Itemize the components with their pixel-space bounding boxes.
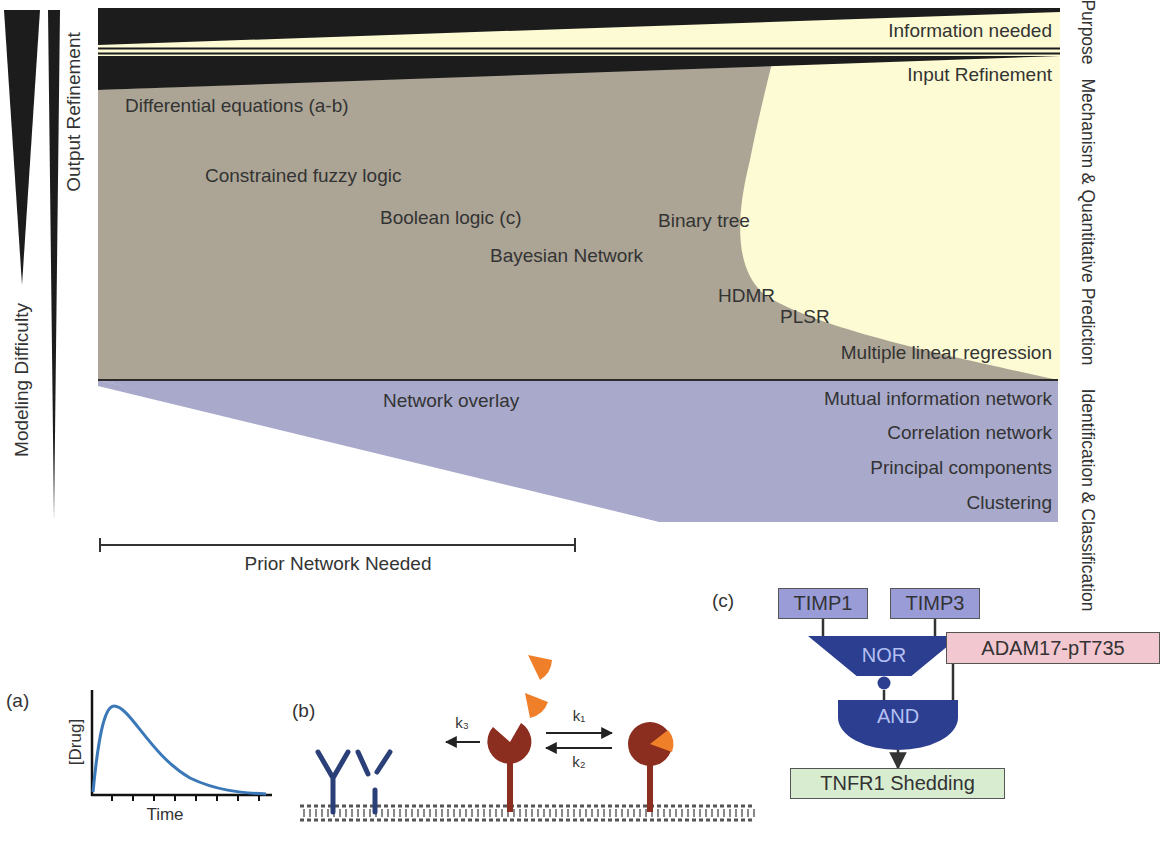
gray-region xyxy=(98,56,1058,380)
double-line xyxy=(98,48,1060,50)
text-label: (a) xyxy=(6,690,29,712)
text-label: Modeling Difficulty xyxy=(11,303,33,457)
input-refinement-wedge xyxy=(98,56,1060,90)
divider-line xyxy=(98,379,1058,381)
double-line xyxy=(98,53,1060,55)
text-label: k₃ xyxy=(455,714,469,731)
text-label: k₂ xyxy=(572,753,585,770)
text-label: Input Refinement xyxy=(907,64,1052,86)
text-label: Prior Network Needed xyxy=(245,553,432,575)
bound-enzyme xyxy=(628,722,673,812)
bracket xyxy=(100,538,575,552)
blue-region-edge xyxy=(98,380,660,522)
text-label: HDMR xyxy=(718,285,775,307)
node-text: AND xyxy=(877,705,919,728)
text-label: k₁ xyxy=(573,707,586,724)
input-box: TIMP3 xyxy=(890,588,980,619)
text-label: Clustering xyxy=(966,492,1052,514)
text-label: Purpose xyxy=(1078,0,1098,65)
text-label: Correlation network xyxy=(887,422,1052,444)
text-label: Multiple linear regression xyxy=(841,342,1052,364)
text-label: Network overlay xyxy=(383,390,519,412)
text-label: Principal components xyxy=(870,457,1052,479)
text-label: Time xyxy=(146,805,183,825)
node-text: NOR xyxy=(862,644,906,667)
input-box: TIMP1 xyxy=(778,588,868,619)
and-gate: AND xyxy=(838,700,958,750)
receptor xyxy=(318,752,390,812)
text-label: Differential equations (a-b) xyxy=(125,95,349,117)
text-label: (c) xyxy=(712,590,734,612)
nor-gate: NOR xyxy=(808,636,960,690)
text-label: Information needed xyxy=(888,20,1052,42)
connector xyxy=(934,619,937,636)
text-label: Binary tree xyxy=(658,210,750,232)
enzyme xyxy=(487,723,531,812)
modeling-difficulty-wedge xyxy=(4,10,40,285)
node-text: ADAM17-pT735 xyxy=(981,637,1124,660)
text-label: Mutual information network xyxy=(824,388,1052,410)
drug-plot xyxy=(91,690,272,801)
text-label: PLSR xyxy=(780,306,830,328)
node-text: TNFR1 Shedding xyxy=(820,772,975,795)
output-box: TNFR1 Shedding xyxy=(790,768,1005,799)
substrate xyxy=(525,693,548,718)
text-label: Constrained fuzzy logic xyxy=(205,165,401,187)
text-label: Output Refinement xyxy=(63,32,85,191)
connector xyxy=(822,619,825,636)
text-label: Bayesian Network xyxy=(490,245,643,267)
text-label: Identification & Classification xyxy=(1078,389,1098,612)
blue-region xyxy=(98,380,1058,522)
node-text: TIMP3 xyxy=(906,592,965,615)
connector xyxy=(897,750,900,768)
output-refinement-wedge xyxy=(48,10,60,520)
text-label: (b) xyxy=(292,700,315,722)
connector xyxy=(952,664,955,700)
input-box: ADAM17-pT735 xyxy=(946,632,1160,664)
text-label: [Drug] xyxy=(66,719,86,765)
information-wedge xyxy=(98,8,1060,45)
node-text: TIMP1 xyxy=(794,592,853,615)
membrane-illustration xyxy=(300,655,755,820)
text-label: Boolean logic (c) xyxy=(380,207,522,229)
text-label: Mechanism & Quantitative Prediction xyxy=(1078,79,1098,366)
substrate xyxy=(528,655,552,680)
yellow-region xyxy=(98,8,1060,380)
connector xyxy=(883,690,886,700)
